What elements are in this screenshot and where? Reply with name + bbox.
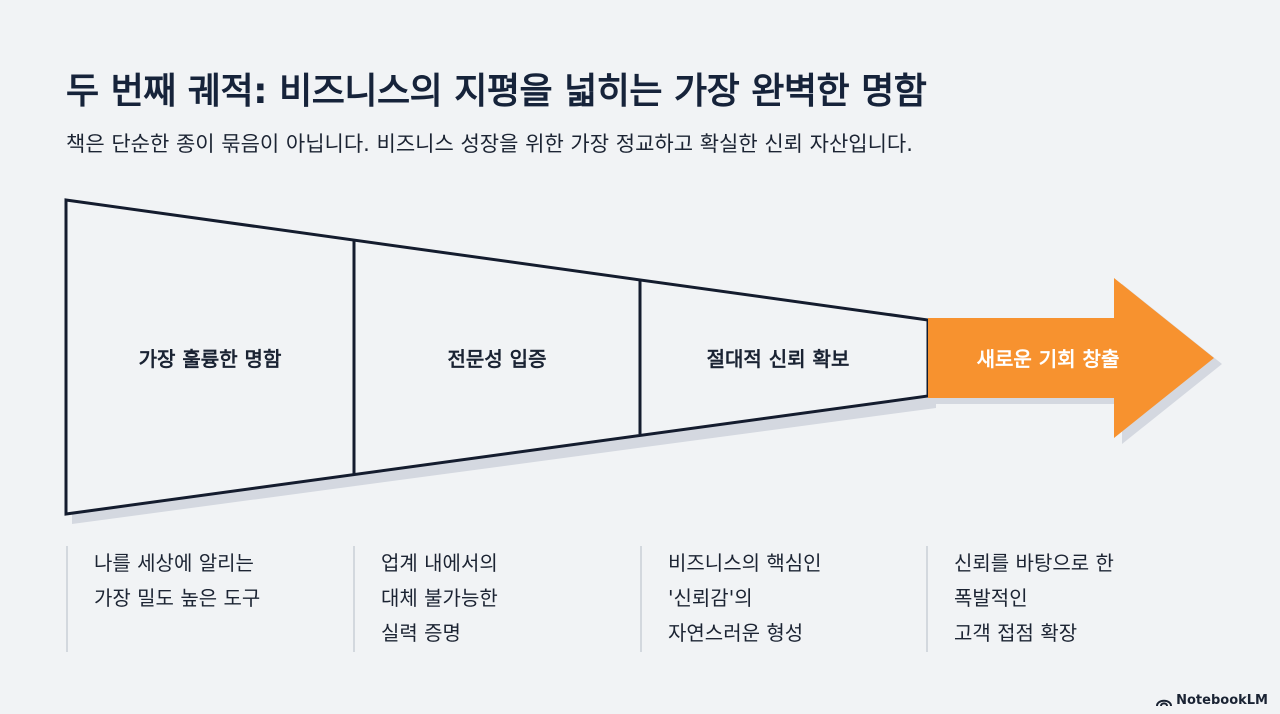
page-title: 두 번째 궤적: 비즈니스의 지평을 넓히는 가장 완벽한 명함	[66, 71, 927, 112]
description-line: 업계 내에서의	[381, 551, 498, 575]
opportunity-arrow	[928, 278, 1214, 438]
stage-description-trust: 비즈니스의 핵심인 '신뢰감'의 자연스러운 형성	[640, 546, 910, 652]
brand-name: NotebookLM	[1176, 693, 1268, 708]
description-line: 자연스러운 형성	[668, 621, 804, 645]
description-line: 비즈니스의 핵심인	[668, 551, 822, 575]
description-line: 실력 증명	[381, 621, 461, 645]
description-line: '신뢰감'의	[668, 586, 753, 610]
notebooklm-logo-icon	[1156, 695, 1173, 707]
notebooklm-brand: NotebookLM	[1156, 693, 1268, 708]
description-line: 대체 불가능한	[381, 586, 498, 610]
stage-description-business-card: 나를 세상에 알리는 가장 밀도 높은 도구	[66, 546, 336, 652]
stage-label-opportunity: 새로운 기회 창출	[977, 347, 1120, 371]
description-line: 신뢰를 바탕으로 한	[954, 551, 1114, 575]
stage-label-expertise: 전문성 입증	[448, 347, 547, 371]
stage-description-opportunity: 신뢰를 바탕으로 한 폭발적인 고객 접점 확장	[926, 546, 1196, 652]
description-line: 가장 밀도 높은 도구	[94, 586, 261, 610]
description-line: 고객 접점 확장	[954, 621, 1078, 645]
stage-description-expertise: 업계 내에서의 대체 불가능한 실력 증명	[353, 546, 623, 652]
description-line: 폭발적인	[954, 586, 1028, 610]
stage-label-business-card: 가장 훌륭한 명함	[139, 347, 282, 371]
stage-label-trust: 절대적 신뢰 확보	[707, 347, 850, 371]
page-subtitle: 책은 단순한 종이 묶음이 아닙니다. 비즈니스 성장을 위한 가장 정교하고 …	[66, 132, 913, 156]
description-line: 나를 세상에 알리는	[94, 551, 254, 575]
